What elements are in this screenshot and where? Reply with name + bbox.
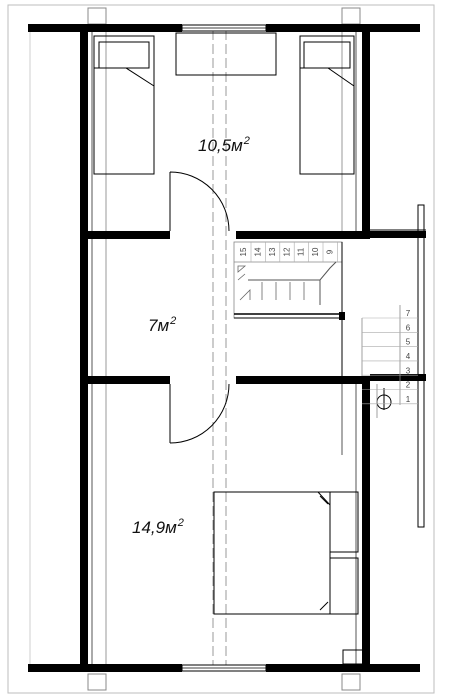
cabinet-bottom [342,649,364,665]
area-hall-unit: м [157,316,170,335]
post-bottom-left [87,673,107,691]
area-bedroom-bottom-unit: м [165,518,177,537]
stair-step-number-lower: 1 [406,395,411,404]
stair-step-number-upper: 9 [326,249,335,254]
post-top-left [87,7,107,25]
stair-step-number-upper: 11 [297,247,306,256]
wall-top-right [266,24,420,32]
area-bedroom-bottom-value: 14,9 [132,518,166,537]
wall-right-upper [362,24,370,236]
stair-step-number-upper: 13 [268,247,277,256]
stair-step-number-upper: 12 [282,247,291,256]
stair-step-number-upper: 15 [239,247,248,256]
wall-left [80,24,88,672]
wall-right-outer [417,204,425,528]
wall-mid-lower-left [80,376,170,384]
area-bedroom-top-value: 10,5 [198,136,232,155]
wall-mid-right-ext [370,231,426,238]
stair-step-number-lower: 3 [406,366,411,375]
door-swing-upper [169,171,230,232]
area-hall-exp: 2 [170,315,177,327]
stair-step-number-lower: 7 [406,309,411,318]
stair-step-number-lower: 4 [406,352,411,361]
area-bedroom-top: 10,5м2 [198,135,250,155]
bed-top-left [93,35,155,175]
stairs-upper [233,241,345,376]
wall-mid-upper-left [80,231,170,239]
area-bedroom-bottom: 14,9м2 [132,517,184,537]
stair-step-number-lower: 6 [406,323,411,332]
stair-step-number-upper: 10 [311,247,320,256]
stairs-lower [361,305,401,405]
outer-outline [7,4,435,694]
area-hall: 7м2 [148,315,177,335]
wardrobe-top [175,32,277,76]
area-bedroom-top-exp: 2 [243,135,250,147]
post-top-right [341,7,361,25]
area-bedroom-top-unit: м [231,136,243,155]
wall-top-left [28,24,182,32]
stair-step-numbers: 15 14 13 12 11 10 9 7 6 5 4 3 2 1 [239,242,418,405]
wall-mid-upper-right [236,231,370,239]
area-hall-value: 7 [148,316,158,335]
wall-bottom-right [266,664,420,672]
wall-stair-right-ext [370,374,426,381]
wall-right-lower [362,382,370,672]
bed-double-bottom [213,491,359,615]
stair-step-number-lower: 2 [406,381,411,390]
wall-mid-lower-right [236,376,370,384]
stair-step-number-lower: 5 [406,338,411,347]
bed-top-right [299,35,355,175]
door-swing-lower [169,383,230,444]
area-bedroom-bottom-exp: 2 [177,517,184,529]
post-bottom-right [341,673,361,691]
stair-step-number-upper: 14 [254,247,263,256]
wall-bottom-left [28,664,182,672]
